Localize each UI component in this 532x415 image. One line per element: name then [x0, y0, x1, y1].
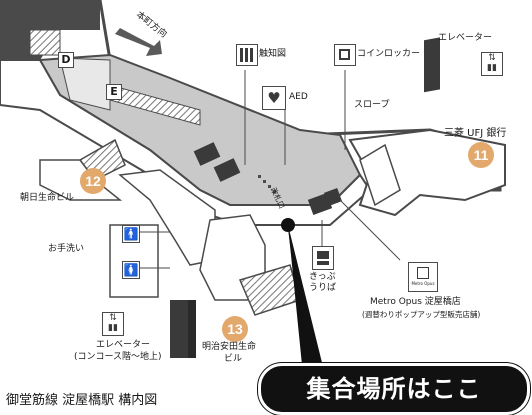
- exit-12-badge: 12: [80, 168, 106, 194]
- elevator-icon: ⇅▮▮: [102, 312, 124, 336]
- metro-opus-logo-text: Metro Opus: [411, 281, 435, 286]
- metro-opus-label: Metro Opus 淀屋橋店: [370, 297, 461, 307]
- ticket-label-line1: きっぷ: [309, 272, 336, 282]
- elevator-bottom-label-1: エレベーター: [96, 340, 151, 350]
- slope-label: スロープ: [354, 100, 390, 110]
- map-board-label: 触知図: [259, 49, 287, 59]
- bank-label: 三菱 UFJ 銀行: [444, 128, 507, 139]
- map-caption: 御堂筋線 淀屋橋駅 構内図: [6, 393, 158, 408]
- metro-opus-note: (週替わりポップアップ型販売店舗): [362, 310, 481, 319]
- restroom-label: お手洗い: [48, 244, 85, 254]
- locker-icon: [334, 44, 356, 66]
- meeting-point-banner: 集合場所はここ: [258, 363, 530, 415]
- aed-heart-icon: ♥: [262, 86, 286, 110]
- exit-11-badge: 11: [468, 142, 494, 168]
- ticket-label-line2: うりば: [309, 283, 337, 293]
- meiji-label-1: 明治安田生命: [202, 342, 257, 352]
- ticket-machine-icon: [312, 246, 334, 270]
- restroom-man-icon: 🚹: [122, 225, 140, 243]
- meiji-label-2: ビル: [224, 354, 243, 364]
- elevator-top-label: エレベーター: [438, 33, 493, 43]
- exit-d-label: D: [58, 52, 74, 68]
- exit-e-label: E: [106, 84, 122, 100]
- map-board-icon: [236, 44, 258, 66]
- metro-opus-logo: Metro Opus: [408, 262, 438, 292]
- direction-arrow: [115, 28, 162, 56]
- exit-13-badge: 13: [222, 316, 248, 342]
- elevator-bottom-label-2: (コンコース階〜地上): [74, 352, 162, 362]
- restroom-woman-icon: 🚺: [122, 261, 140, 279]
- meeting-pointer: [288, 225, 330, 395]
- elevator-icon: ⇅▮▮: [481, 52, 503, 76]
- locker-label: コインロッカー: [357, 49, 421, 59]
- asahi-label: 朝日生命ビル: [20, 193, 75, 203]
- aed-label: AED: [289, 92, 308, 102]
- meeting-point-marker-icon: [281, 218, 295, 232]
